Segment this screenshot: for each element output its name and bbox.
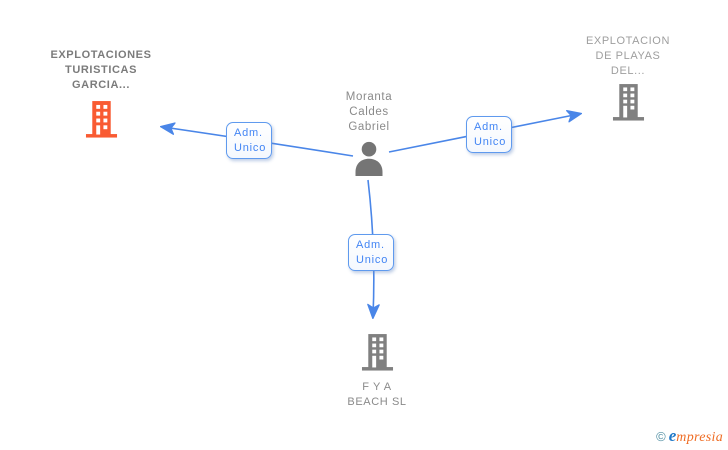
- person-name: Moranta Caldes Gabriel: [345, 91, 393, 133]
- node-person[interactable]: Moranta Caldes Gabriel: [334, 90, 404, 181]
- company-main-name: EXPLOTACIONES TURISTICAS GARCIA...: [50, 49, 152, 91]
- edge-label-adm-unico-bottom: Adm. Unico: [348, 234, 394, 271]
- brand-text: mpresia: [676, 430, 723, 445]
- copyright-icon: ©: [656, 429, 666, 444]
- edge-label-adm-unico-left: Adm. Unico: [226, 122, 272, 159]
- brand-letter-e: e: [668, 426, 677, 445]
- node-company-right[interactable]: EXPLOTACION DE PLAYAS DEL...: [580, 34, 676, 126]
- node-company-main[interactable]: EXPLOTACIONES TURISTICAS GARCIA...: [41, 48, 161, 143]
- company-right-name: EXPLOTACION DE PLAYAS DEL...: [585, 35, 671, 77]
- node-company-bottom[interactable]: F Y A BEACH SL: [342, 332, 412, 410]
- empresia-logo[interactable]: ©empresia: [656, 426, 723, 446]
- building-icon: [611, 84, 645, 126]
- edge-label-adm-unico-right: Adm. Unico: [466, 116, 512, 153]
- person-icon: [353, 141, 385, 181]
- building-icon: [84, 101, 118, 143]
- building-icon: [360, 334, 394, 376]
- company-bottom-name: F Y A BEACH SL: [347, 381, 407, 408]
